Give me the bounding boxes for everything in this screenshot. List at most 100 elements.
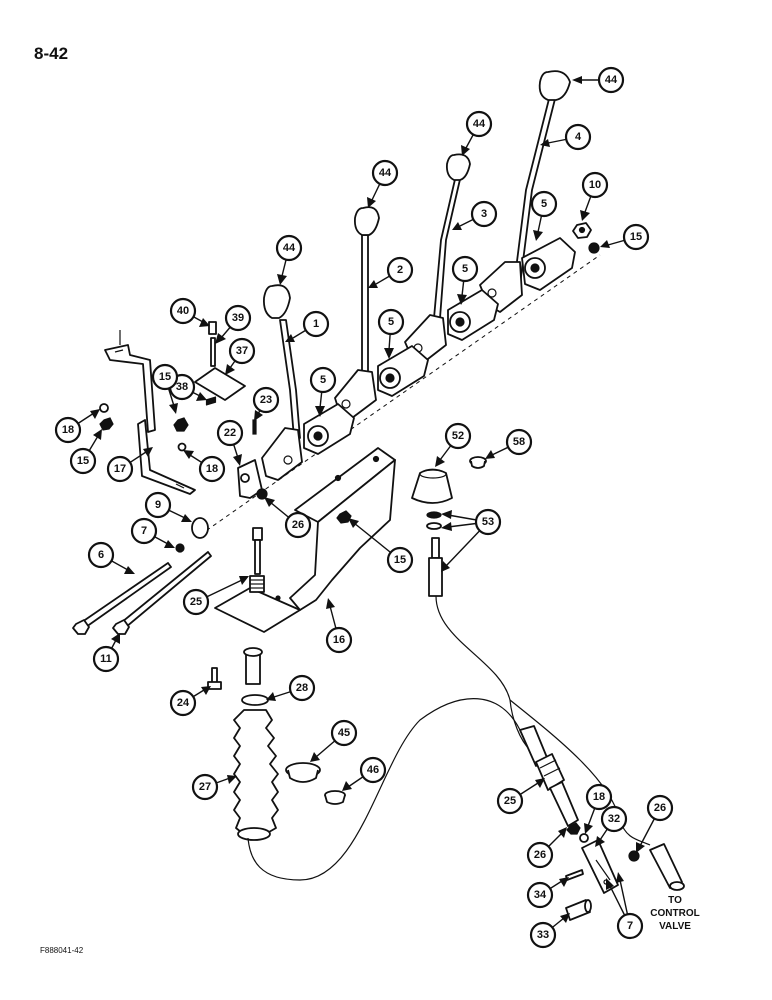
svg-text:26: 26 <box>654 802 666 814</box>
cable-end-valve <box>649 843 685 891</box>
washer-18-bottom <box>579 833 589 843</box>
boot-27 <box>233 709 279 841</box>
knob-44-c <box>445 153 471 181</box>
washer-7 <box>175 543 185 553</box>
callout-28: 28 <box>266 674 316 702</box>
callout-7: 7 <box>130 517 175 548</box>
pin-23 <box>252 419 257 435</box>
svg-text:44: 44 <box>473 118 486 130</box>
svg-text:7: 7 <box>627 920 633 932</box>
callout-44-a: 44 <box>572 66 625 94</box>
svg-text:18: 18 <box>62 424 74 436</box>
svg-text:VALVE: VALVE <box>659 921 691 932</box>
washer-53-b <box>426 522 442 530</box>
svg-text:5: 5 <box>320 374 326 386</box>
callout-52: 52 <box>435 422 472 467</box>
pin-34 <box>565 869 584 881</box>
callout-45: 45 <box>310 719 358 762</box>
knob-52 <box>411 468 453 504</box>
callout-15-bracket: 15 <box>348 518 414 574</box>
callout-26-top: 26 <box>264 497 312 539</box>
svg-text:25: 25 <box>190 596 202 608</box>
callout-3: 3 <box>452 200 498 230</box>
cable-end-top-right <box>428 537 443 597</box>
nut-10 <box>572 222 592 239</box>
washer-18-left <box>99 403 109 413</box>
callout-44-d: 44 <box>275 234 303 285</box>
svg-text:37: 37 <box>236 345 248 357</box>
svg-text:2: 2 <box>397 264 403 276</box>
control-cable-3 <box>509 699 651 846</box>
svg-text:6: 6 <box>98 549 104 561</box>
bolt-11 <box>112 551 212 635</box>
callout-38: 38 <box>168 373 207 401</box>
svg-text:46: 46 <box>367 764 379 776</box>
clamp-28 <box>241 694 269 706</box>
callout-5-c: 5 <box>377 308 405 359</box>
svg-text:11: 11 <box>100 653 112 665</box>
callout-5-d: 5 <box>309 366 337 417</box>
lever-22 <box>237 459 263 499</box>
washer-9 <box>191 517 209 539</box>
control-cable <box>435 595 531 751</box>
svg-text:26: 26 <box>292 519 304 531</box>
screw-24 <box>207 667 222 690</box>
callout-26-right: 26 <box>636 794 674 853</box>
callout-6: 6 <box>87 541 135 574</box>
svg-text:15: 15 <box>159 371 171 383</box>
control-cable-2 <box>247 698 521 881</box>
callout-11: 11 <box>92 633 120 673</box>
pin-39 <box>210 337 216 367</box>
knob-44-d <box>538 70 571 101</box>
nut-15-bracket <box>336 510 352 524</box>
callout-58: 58 <box>485 428 533 459</box>
callout-4: 4 <box>540 123 592 151</box>
callout-18-mid: 18 <box>183 450 226 483</box>
svg-text:5: 5 <box>388 316 394 328</box>
callout-53: 53 <box>441 508 502 572</box>
svg-text:38: 38 <box>176 381 188 393</box>
svg-text:10: 10 <box>589 179 601 191</box>
callout-16: 16 <box>325 598 353 654</box>
pin-40 <box>208 321 217 335</box>
cable-fitting-25-bottom <box>519 725 579 827</box>
note-to-control-valve: TO CONTROL VALVE <box>650 895 699 932</box>
callout-37: 37 <box>225 337 256 375</box>
callout-33: 33 <box>529 913 570 949</box>
svg-text:4: 4 <box>575 131 582 143</box>
svg-text:52: 52 <box>452 430 464 442</box>
callout-15-right: 15 <box>600 223 650 251</box>
callout-15-left: 15 <box>69 429 102 475</box>
svg-text:27: 27 <box>199 781 211 793</box>
callout-2: 2 <box>368 256 414 288</box>
svg-text:44: 44 <box>379 167 392 179</box>
nut-15-right <box>588 242 600 254</box>
fitting-boot-top <box>243 647 263 685</box>
svg-text:32: 32 <box>608 813 620 825</box>
cap-58 <box>469 456 487 469</box>
mounting-bracket-16 <box>214 447 396 633</box>
svg-text:33: 33 <box>537 929 549 941</box>
svg-text:28: 28 <box>296 682 308 694</box>
plate-37 <box>194 367 246 401</box>
callout-39: 39 <box>215 304 252 344</box>
callout-5-b: 5 <box>451 255 479 305</box>
callout-46: 46 <box>342 756 387 791</box>
svg-text:18: 18 <box>593 791 605 803</box>
cable-fitting-25-top <box>249 527 265 593</box>
callout-15-mid: 15 <box>151 363 179 414</box>
nut-15-left <box>99 417 114 431</box>
callout-5-a: 5 <box>530 190 558 241</box>
svg-text:3: 3 <box>481 208 487 220</box>
callout-1: 1 <box>285 310 330 342</box>
pivot-centerline <box>199 254 601 536</box>
bolt-6 <box>72 562 172 635</box>
svg-text:40: 40 <box>177 305 189 317</box>
svg-text:25: 25 <box>504 795 516 807</box>
callout-44-c: 44 <box>367 159 399 208</box>
svg-text:45: 45 <box>338 727 350 739</box>
svg-text:9: 9 <box>155 499 161 511</box>
callout-18-bottom: 18 <box>584 783 613 834</box>
nut-26-bottom-b <box>628 850 640 862</box>
